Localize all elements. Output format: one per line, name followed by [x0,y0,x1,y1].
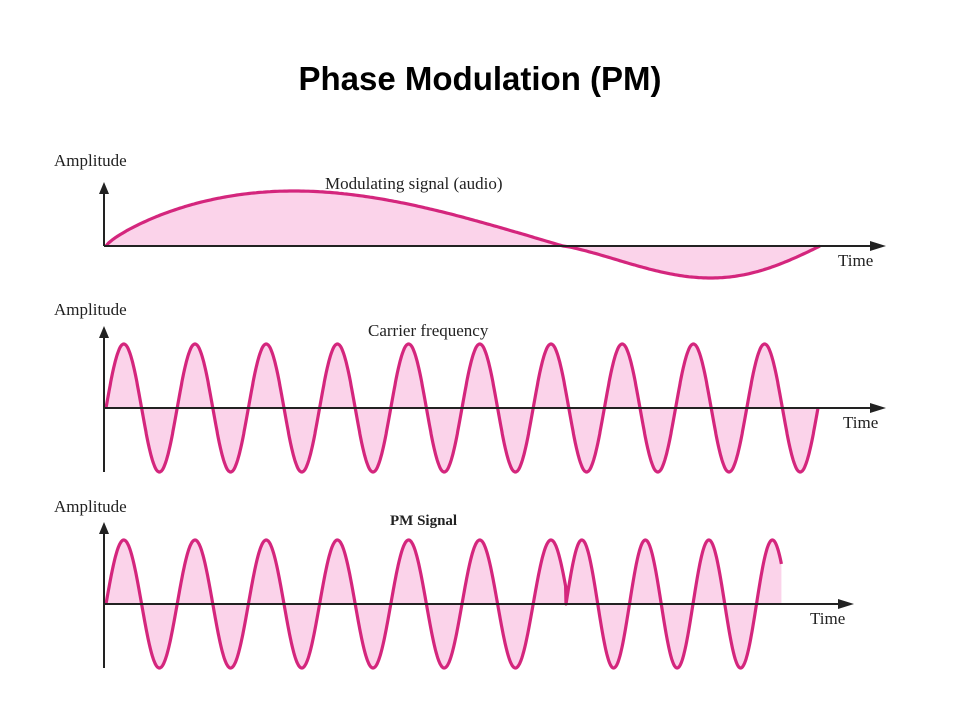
modulating-y-arrow [99,182,109,194]
carrier-panel: Amplitude Time Carrier frequency [54,300,886,474]
page-title: Phase Modulation (PM) [298,60,662,97]
carrier-y-label: Amplitude [54,300,127,319]
pm-y-label: Amplitude [54,497,127,516]
modulating-panel: Amplitude Time Modulating signal (audio) [54,151,886,280]
pm-wave [104,538,783,670]
carrier-x-label: Time [843,413,878,432]
modulating-wave [104,189,821,280]
pm-signal-label: PM Signal [390,513,457,529]
modulating-y-label: Amplitude [54,151,127,170]
modulating-x-arrow [870,241,886,251]
pm-y-arrow [99,522,109,534]
modulating-signal-label: Modulating signal (audio) [325,174,503,193]
modulating-wave-fill [106,191,820,278]
pm-panel: Amplitude Time PM Signal [54,497,854,670]
modulating-x-label: Time [838,251,873,270]
carrier-x-arrow [870,403,886,413]
pm-x-label: Time [810,609,845,628]
carrier-y-arrow [99,326,109,338]
pm-x-arrow [838,599,854,609]
carrier-signal-label: Carrier frequency [368,321,489,340]
